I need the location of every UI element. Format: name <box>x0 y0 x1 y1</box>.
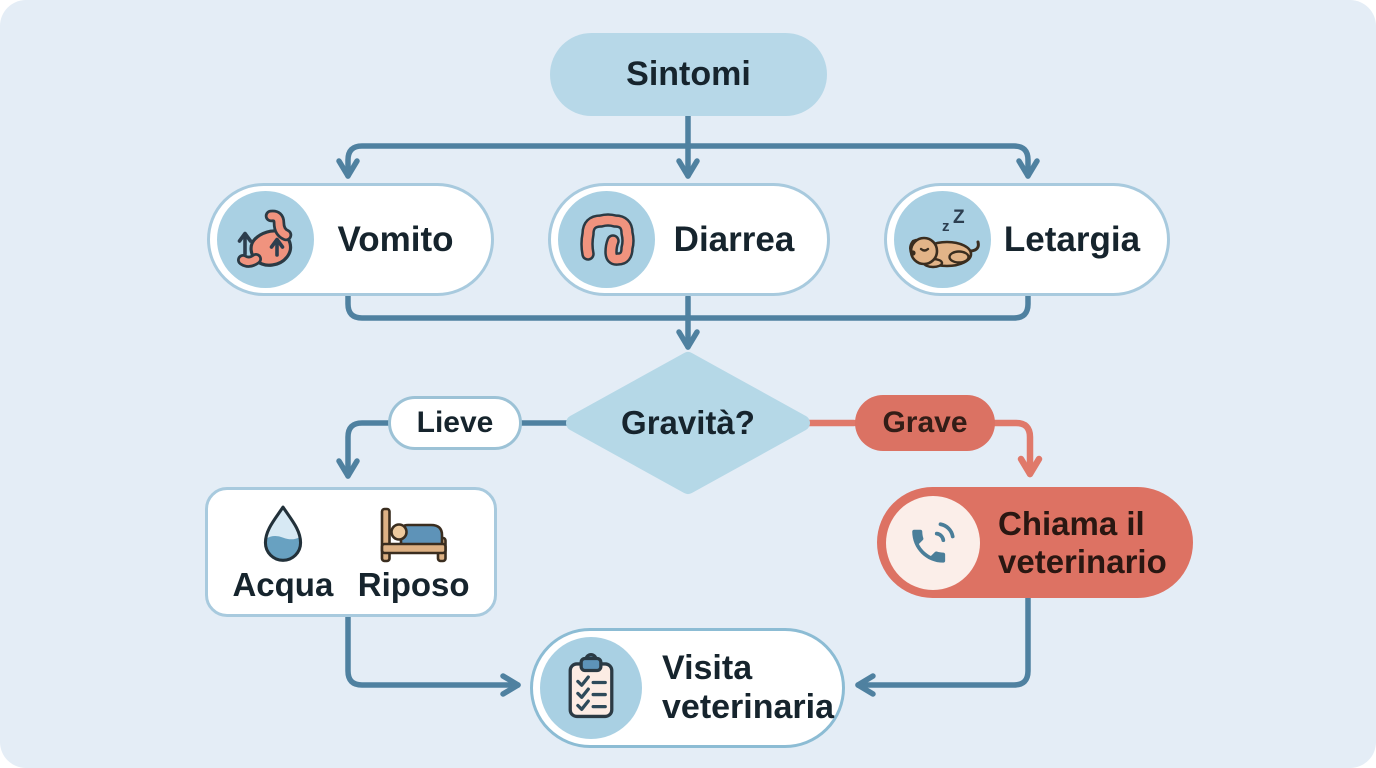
node-gravita-label: Gravità? <box>621 404 755 441</box>
arrow-lieve-to-mild <box>336 420 391 479</box>
intestine-icon <box>579 212 635 266</box>
branch-lieve-label: Lieve <box>416 406 494 439</box>
arrow-grave-to-call <box>991 419 1043 478</box>
arrow-start-to-vomito <box>336 143 691 179</box>
node-letargia-label: Letargia <box>1003 219 1141 259</box>
arrow-start-to-letargia <box>685 143 1040 179</box>
mild-action-acqua: Acqua <box>232 504 333 601</box>
stomach-icon-circle <box>217 191 314 288</box>
clipboard-icon-circle <box>540 637 642 739</box>
node-diarrea: Diarrea <box>548 183 830 296</box>
node-gravita-decision: Gravità? <box>571 358 805 488</box>
branch-lieve: Lieve <box>388 396 522 450</box>
node-sintomi: Sintomi <box>550 33 827 116</box>
sleeping-dog-icon: z Z <box>908 209 980 268</box>
node-chiama-label: Chiama il veterinario <box>998 504 1167 580</box>
arrow-severe-to-outcome <box>855 595 1031 697</box>
sleep-z-small: z <box>942 218 950 235</box>
node-sintomi-label: Sintomi <box>626 55 751 93</box>
phone-icon <box>912 521 955 563</box>
branch-grave: Grave <box>855 395 995 451</box>
mild-action-riposo: Riposo <box>358 504 470 601</box>
sleep-z-big: Z <box>953 209 965 228</box>
node-vomito: Vomito <box>207 183 494 296</box>
node-visita-veterinaria: Visita veterinaria <box>530 628 845 748</box>
clipboard-checklist-icon <box>568 653 614 719</box>
node-diarrea-label: Diarrea <box>673 219 795 259</box>
sleeping-dog-icon-circle: z Z <box>894 191 991 288</box>
merge-bar-symptoms <box>345 293 1031 321</box>
intestine-icon-circle <box>558 191 655 288</box>
node-vomito-label: Vomito <box>337 219 454 259</box>
stomach-up-arrows-icon <box>236 209 292 268</box>
node-acqua-riposo: Acqua Riposo <box>205 487 497 617</box>
arrow-mild-to-outcome <box>345 614 521 697</box>
branch-grave-label: Grave <box>882 406 968 439</box>
mild-riposo-label: Riposo <box>357 565 470 603</box>
water-drop-icon <box>263 505 302 562</box>
bed-icon <box>380 507 447 562</box>
mild-acqua-label: Acqua <box>232 565 334 603</box>
node-chiama-veterinario: Chiama il veterinario <box>877 487 1193 598</box>
phone-icon-circle <box>886 495 980 590</box>
node-visita-label: Visita veterinaria <box>662 648 834 726</box>
node-letargia: z Z Letargia <box>884 183 1170 296</box>
